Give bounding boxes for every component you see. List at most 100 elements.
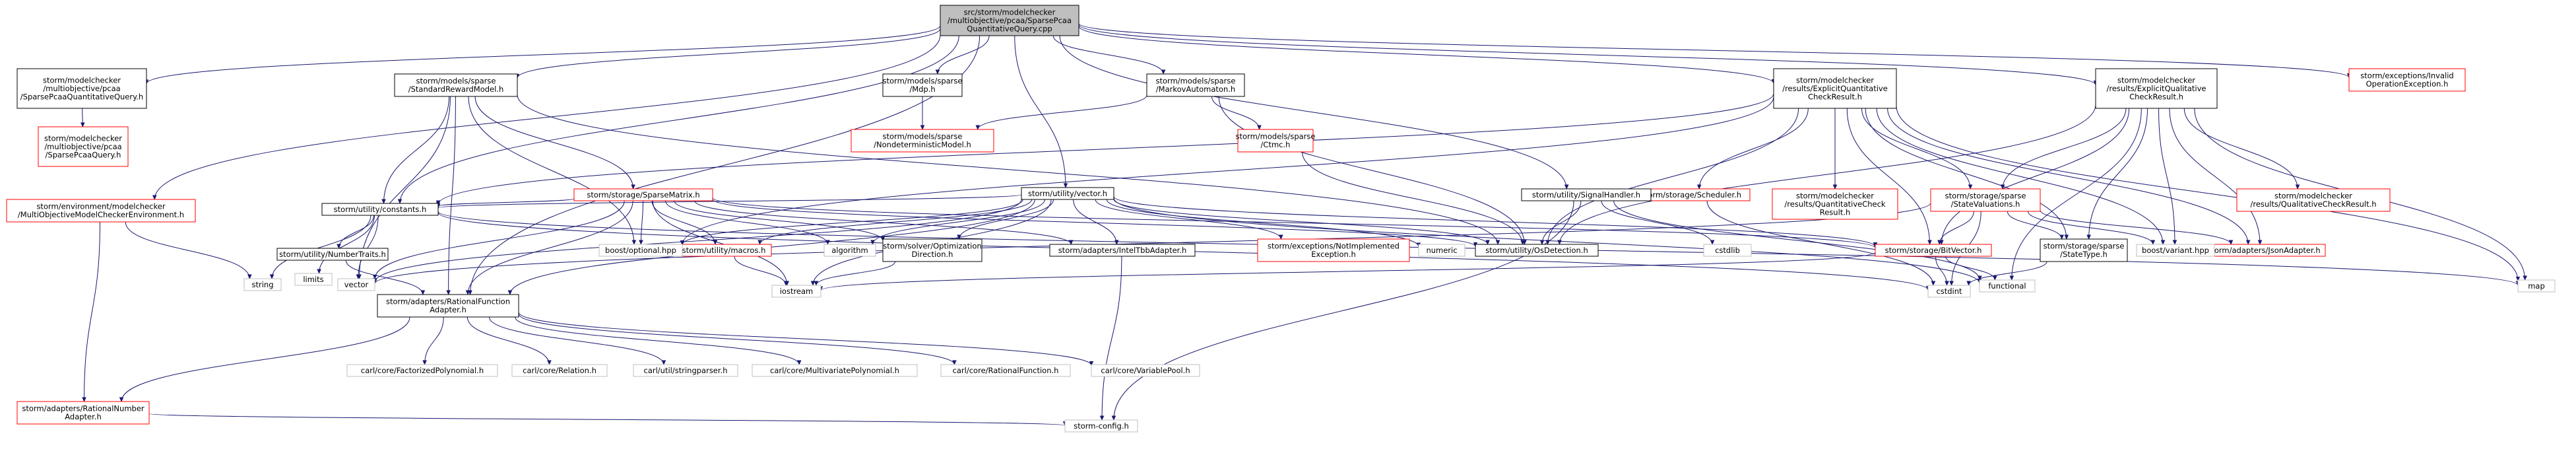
node-ratFunc: carl/core/RationalFunction.h [940, 364, 1071, 377]
edge-optDir-to-iostream [816, 261, 896, 285]
edge-explQual-to-boostVariant [2158, 108, 2175, 244]
node-scheduler[interactable]: storm/storage/Scheduler.h [1632, 188, 1751, 201]
edge-constants-to-limits [319, 215, 375, 273]
node-label-explQual-2: CheckResult.h [2129, 92, 2183, 101]
edge-root-to-invalidOp [1078, 23, 2349, 77]
node-label-quantCheck-2: Result.h [1820, 207, 1850, 217]
node-bitVector[interactable]: storm/storage/BitVector.h [1875, 244, 1992, 257]
node-box-numeric [1418, 244, 1465, 257]
edge-markovAut-to-ctmc [1211, 96, 1259, 129]
node-label-stateValuations-0: storm/storage/sparse [1945, 192, 2026, 201]
node-ctmc[interactable]: storm/models/sparse/Ctmc.h [1236, 129, 1316, 153]
edge-explQuant-to-boostVariant [1876, 108, 2163, 244]
edge-constants-to-string [272, 215, 371, 279]
node-vectorh[interactable]: storm/utility/vector.h [1021, 187, 1114, 200]
edge-vectorh-to-bitVector [1113, 196, 1875, 247]
node-quantCheck[interactable]: storm/modelchecker/results/QuantitativeC… [1772, 188, 1898, 220]
node-constants[interactable]: storm/utility/constants.h [321, 203, 439, 216]
node-mdp[interactable]: storm/models/sparse/Mdp.h [882, 73, 963, 97]
node-box-stdRewardModel [394, 73, 518, 97]
edge-root-to-mdp [938, 35, 990, 74]
node-box-sparseMatrix [573, 188, 713, 201]
edge-root-to-constants [400, 35, 959, 203]
node-macros[interactable]: storm/utility/macros.h [676, 244, 772, 257]
node-label-sparsePcaaQueryh-1: /multiobjective/pcaa [44, 142, 121, 151]
edge-root-to-signalHandler [1059, 35, 1566, 189]
node-box-bitVector [1875, 244, 1992, 257]
node-explQuant[interactable]: storm/modelchecker/results/ExplicitQuant… [1773, 68, 1897, 109]
node-moEnv[interactable]: storm/environment/modelchecker/MultiObje… [6, 199, 196, 223]
edge-vectorh-to-boostOptional [682, 199, 1023, 245]
node-osDetection[interactable]: storm/utility/OsDetection.h [1475, 244, 1599, 257]
edge-ratFuncAdapter-to-stringparser [488, 316, 663, 365]
node-jsonAdapter[interactable]: storm/adapters/JsonAdapter.h [2202, 244, 2326, 257]
node-sparsePcaaQQh[interactable]: storm/modelchecker/multiobjective/pcaa/S… [16, 68, 147, 109]
node-label-notImpl-0: storm/exceptions/NotImplemented [1268, 242, 1400, 251]
node-stdRewardModel[interactable]: storm/models/sparse/StandardRewardModel.… [394, 73, 518, 97]
node-invalidOp[interactable]: storm/exceptions/InvalidOperationExcepti… [2348, 68, 2466, 92]
node-label-invalidOp-0: storm/exceptions/Invalid [2360, 71, 2453, 81]
node-label-vectorh-0: storm/utility/vector.h [1028, 189, 1107, 198]
node-stateType[interactable]: storm/storage/sparse/StateType.h [2040, 238, 2128, 262]
edge-vectorh-to-optDir [959, 199, 1054, 239]
node-sparseMatrix[interactable]: storm/storage/SparseMatrix.h [573, 188, 713, 201]
node-label-sparsePcaaQQh-2: /SparsePcaaQuantitativeQuery.h [20, 92, 143, 101]
node-label-stormConfig-0: storm-config.h [1074, 421, 1129, 431]
node-box-ctmc [1237, 129, 1314, 153]
edge-explQuant-to-stateValuations [1861, 108, 1970, 189]
node-label-root-1: /multiobjective/pcaa/SparsePcaa [948, 16, 1072, 25]
edge-sparseMatrix-to-iostream [652, 200, 787, 285]
edge-markovAut-to-nondetModel [978, 94, 1147, 129]
node-box-map [2517, 279, 2556, 293]
edge-explQuant-to-map [1896, 106, 2518, 281]
edge-moEnv-to-string [125, 221, 249, 279]
edge-explQuant-to-constants [438, 93, 1774, 205]
edge-root-to-markovAut [1052, 35, 1163, 74]
node-nondetModel[interactable]: storm/models/sparse/NondeterministicMode… [851, 129, 994, 153]
node-signalHandler[interactable]: storm/utility/SignalHandler.h [1521, 188, 1652, 201]
edge-ratFuncAdapter-to-ratNumAdapter [121, 316, 410, 402]
node-box-numberTraits [276, 248, 389, 261]
edge-root-to-vectorh [1014, 35, 1066, 188]
edge-sparseMatrix-to-bitVector [712, 197, 1875, 248]
node-label-relation-0: carl/core/Relation.h [523, 366, 596, 375]
node-label-macros-0: storm/utility/macros.h [682, 246, 766, 255]
edge-ratFuncAdapter-to-varPool [518, 312, 1091, 365]
node-label-cstdint-0: cstdint [1936, 287, 1962, 296]
edge-explQual-to-osDetection [1559, 104, 2096, 244]
edge-signalHandler-to-osDetection [1542, 200, 1582, 244]
node-markovAut[interactable]: storm/models/sparse/MarkovAutomaton.h [1146, 73, 1245, 97]
node-explQual[interactable]: storm/modelchecker/results/ExplicitQuali… [2095, 68, 2218, 109]
edge-sparseMatrix-to-vector [375, 200, 625, 279]
node-label-scheduler-0: storm/storage/Scheduler.h [1641, 190, 1741, 199]
edge-vectorh-to-vector [375, 199, 1022, 282]
node-label-stateValuations-1: /StateValuations.h [1951, 199, 2020, 209]
node-label-signalHandler-0: storm/utility/SignalHandler.h [1532, 190, 1640, 199]
node-numberTraits[interactable]: storm/utility/NumberTraits.h [276, 248, 389, 261]
edge-root-to-explQual [1078, 24, 2096, 85]
edge-explQuant-to-boostOptional [682, 96, 1774, 245]
node-label-stdRewardModel-0: storm/models/sparse [416, 77, 496, 86]
node-intelTbb[interactable]: storm/adapters/IntelTbbAdapter.h [1049, 244, 1196, 257]
node-label-ratFuncAdapter-0: storm/adapters/RationalFunction [386, 297, 510, 306]
node-stateValuations[interactable]: storm/storage/sparse/StateValuations.h [1930, 188, 2041, 212]
edge-ctmc-to-osDetection [1302, 151, 1523, 244]
node-label-functional-0: functional [1988, 281, 2026, 291]
node-box-boostOptional [598, 244, 683, 257]
node-root[interactable]: src/storm/modelchecker/multiobjective/pc… [940, 5, 1079, 36]
edge-explQual-to-stateType [2089, 108, 2148, 239]
node-box-moEnv [6, 199, 196, 223]
node-cstdlib: cstdlib [1703, 244, 1752, 257]
node-label-ratNumAdapter-1: Adapter.h [65, 412, 102, 421]
node-qualCheck[interactable]: storm/modelchecker/results/QualitativeCh… [2236, 188, 2391, 212]
node-label-mdp-0: storm/models/sparse [883, 77, 963, 86]
node-sparsePcaaQueryh[interactable]: storm/modelchecker/multiobjective/pcaa/S… [38, 126, 129, 167]
node-label-ratFunc-0: carl/core/RationalFunction.h [953, 366, 1059, 375]
node-label-varPool-0: carl/core/VariablePool.h [1101, 366, 1190, 375]
node-notImpl[interactable]: storm/exceptions/NotImplementedException… [1257, 238, 1410, 262]
node-box-sparsePcaaQueryh [38, 126, 129, 167]
